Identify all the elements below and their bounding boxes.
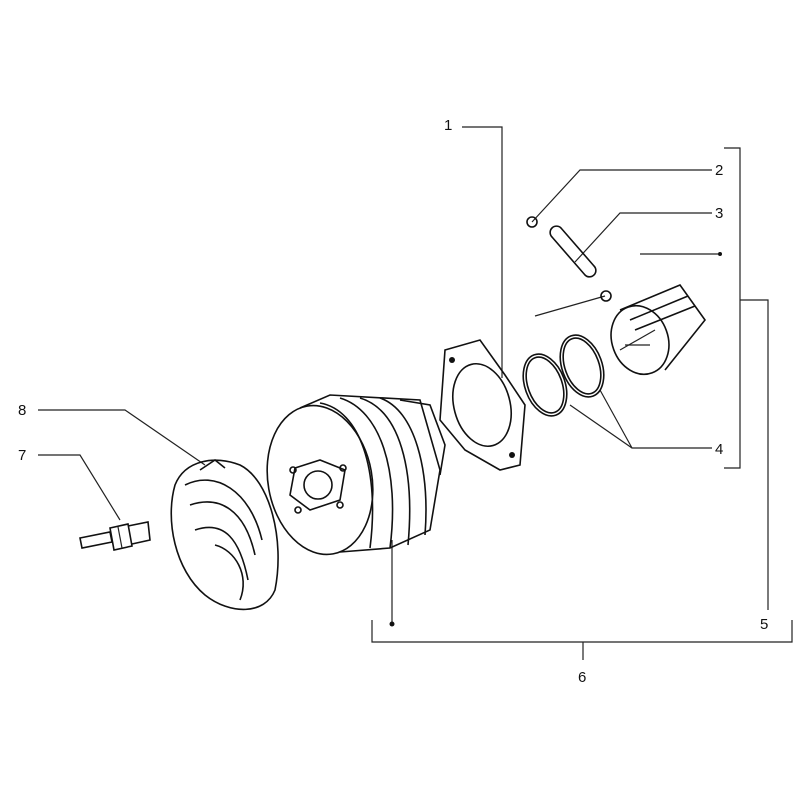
piston-rings — [522, 334, 605, 417]
piston-pin-clips — [526, 216, 612, 302]
cylinder — [266, 394, 446, 556]
leader-1 — [462, 126, 503, 378]
callout-6: 6 — [578, 669, 587, 686]
bracket-6 — [371, 620, 793, 643]
base-gasket — [439, 339, 526, 471]
leader-lines — [38, 126, 793, 660]
leader-4 — [569, 404, 712, 449]
leader-8 — [38, 409, 206, 466]
callout-4: 4 — [715, 441, 724, 458]
leader-5 — [740, 299, 769, 610]
bracket-5 — [724, 147, 741, 469]
callout-7: 7 — [18, 447, 27, 464]
callout-5: 5 — [760, 616, 769, 633]
piston — [610, 284, 707, 376]
callout-3: 3 — [715, 205, 724, 222]
callout-2: 2 — [715, 162, 724, 179]
leader-7 — [38, 454, 121, 521]
leader-3 — [574, 212, 712, 263]
callout-1: 1 — [444, 117, 453, 134]
leader-2 — [531, 169, 712, 223]
spark-plug — [79, 521, 151, 551]
cylinder-head — [170, 459, 279, 611]
callout-8: 8 — [18, 402, 27, 419]
piston-pin — [549, 225, 597, 278]
